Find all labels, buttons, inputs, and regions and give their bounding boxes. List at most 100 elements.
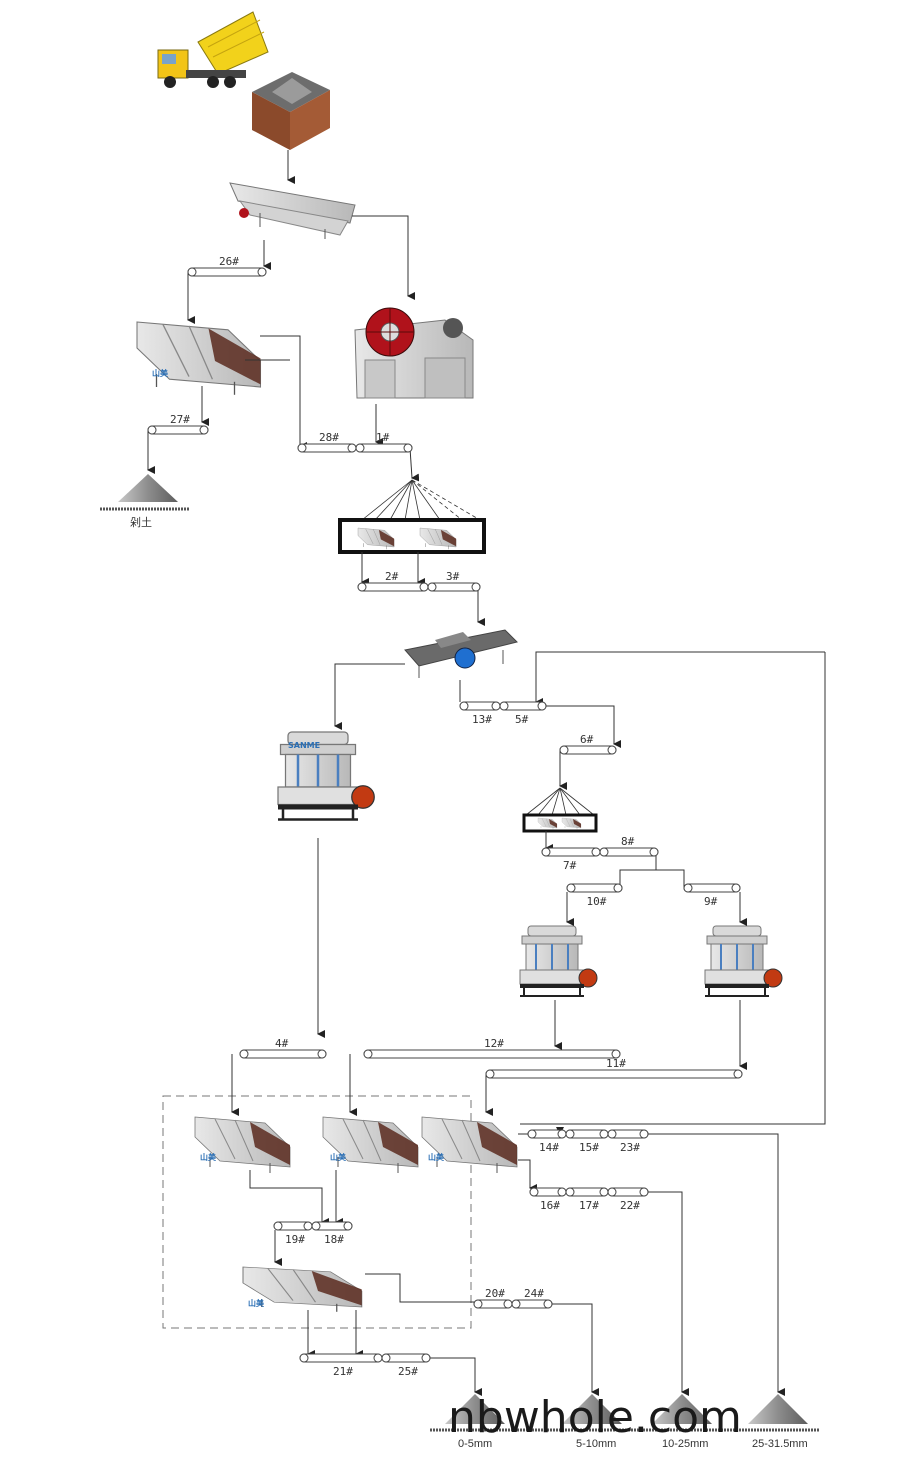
belt-pulley [199,425,209,435]
belt-pulley [557,1129,567,1139]
belt-pulley [427,582,437,592]
distributor-2-icon [522,787,598,833]
belt-pulley [591,847,601,857]
belt-label-b1: 1# [376,431,390,444]
belt-pulley [527,1129,537,1139]
conveyor-belt-b2: 2# [357,570,429,592]
brand-logo-5: 山美 [248,1298,265,1308]
belt-pulley [541,847,551,857]
belt-label-b10: 10# [587,895,607,908]
belt-pulley [147,425,157,435]
feed-hopper-icon [252,72,330,150]
brand-logo-3: 山美 [330,1152,347,1162]
conveyor-belt-b12: 12# [363,1037,621,1059]
belt-label-b26: 26# [219,255,239,268]
belt-pulley [733,1069,743,1079]
belt-pulley [731,883,741,893]
screen-a-icon [194,1116,291,1174]
belt-body [357,582,429,592]
cone-crusher-right-icon [704,925,783,997]
conveyor-belt-b24: 24# [511,1287,553,1309]
belt-pulley [403,443,413,453]
dump-truck-icon [157,11,269,88]
belt-label-b5: 5# [515,713,529,726]
belt-pulley [491,701,501,711]
belt-label-b4: 4# [275,1037,289,1050]
belt-pulley [347,443,357,453]
conveyor-belt-b14: 14# [527,1129,567,1154]
belt-label-b16: 16# [540,1199,560,1212]
conveyor-belt-b15: 15# [565,1129,609,1154]
belt-body [147,425,209,435]
conveyor-belt-b28: 28# [297,431,357,453]
belt-pulley [187,267,197,277]
belt-pulley [639,1187,649,1197]
conveyor-belt-b7: 7# [541,847,601,872]
belt-pulley [419,582,429,592]
belt-pulley [537,701,547,711]
belt-label-b11: 11# [606,1057,626,1070]
belt-label-b9: 9# [704,895,718,908]
belt-pulley [257,267,267,277]
belt-label-b14: 14# [539,1141,559,1154]
screen-c-icon [421,1116,518,1174]
belt-pulley [459,701,469,711]
watermark-text: nbwhole.com [448,1392,742,1443]
belt-label-b25: 25# [398,1365,418,1378]
belt-pulley [557,1187,567,1197]
belt-pulley [317,1049,327,1059]
belt-pulley [599,1187,609,1197]
jaw-crusher-icon [354,307,474,399]
belt-body [541,847,601,857]
product-label-2: 10-25mm [662,1438,708,1450]
belt-pulley [565,1129,575,1139]
side-pile-label: 剁土 [130,515,152,529]
conveyor-belt-b9: 9# [683,883,741,908]
conveyor-belt-b26: 26# [187,255,267,277]
belt-label-b18: 18# [324,1233,344,1246]
belt-label-b12: 12# [484,1037,504,1050]
flow-lines [147,150,826,1396]
belt-pulley [607,1187,617,1197]
belt-pulley [559,745,569,755]
belt-pulley [529,1187,539,1197]
conveyor-belt-b27: 27# [147,413,209,435]
belt-pulley [311,1221,321,1231]
belt-pulley [613,883,623,893]
belt-label-b21: 21# [333,1365,353,1378]
belt-pulley [273,1221,283,1231]
belt-pulley [355,443,365,453]
belt-pulley [381,1353,391,1363]
conveyor-belt-b10: 10# [566,883,623,908]
pre-screen-icon [136,321,262,396]
belt-pulley [473,1299,483,1309]
side-stockpile: 剁土 [100,474,190,529]
belt-body [297,443,357,453]
conveyor-belt-b25: 25# [381,1353,431,1378]
belt-body [485,1069,743,1079]
belt-pulley [565,1187,575,1197]
belt-pulley [649,847,659,857]
belt-pulley [639,1129,649,1139]
belt-feeder-icon [404,629,518,678]
belt-pulley [683,883,693,893]
belt-label-b27: 27# [170,413,190,426]
belt-label-b19: 19# [285,1233,305,1246]
conveyor-belt-b16: 16# [529,1187,567,1212]
belt-label-b22: 22# [620,1199,640,1212]
belt-body [187,267,267,277]
product-stockpiles: 0-5mm 5-10mm 10-25mm 25-31.5mm [430,1394,820,1450]
conveyor-belt-b4: 4# [239,1037,327,1059]
belt-pulley [471,582,481,592]
belt-pulley [343,1221,353,1231]
conveyor-belt-b21: 21# [299,1353,383,1378]
belts-layer: 26#27#28#1#2#3#13#5#6#7#8#10#9#4#12#11#1… [147,255,743,1378]
brand-logo-2: 山美 [200,1152,217,1162]
belt-pulley [303,1221,313,1231]
belt-pulley [239,1049,249,1059]
belt-label-b23: 23# [620,1141,640,1154]
distributor-icon [338,479,486,554]
conveyor-belt-b22: 22# [607,1187,649,1212]
